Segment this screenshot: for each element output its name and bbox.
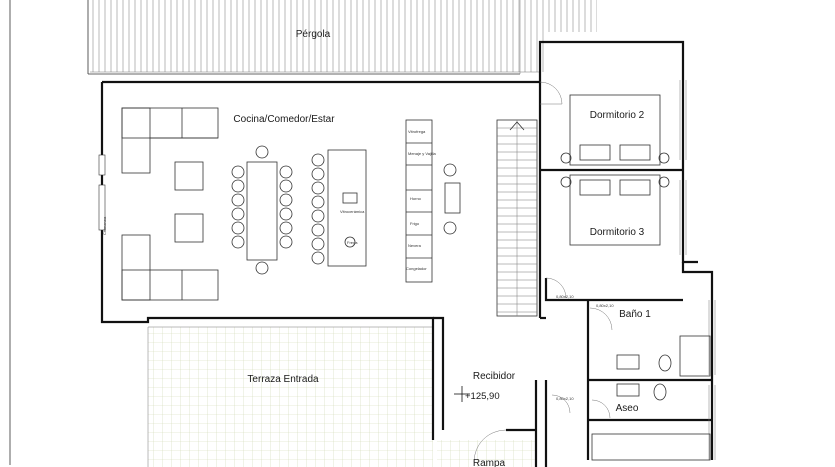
sofa-top xyxy=(121,107,219,174)
cabinet-label-2: Menaje y Vajilla xyxy=(408,151,436,156)
room-label-bedroom-3: Dormitorio 3 xyxy=(590,227,645,238)
kitchen-tall-units xyxy=(405,119,461,283)
door-tag-2: 0,80x2,10 xyxy=(596,303,614,308)
dining-table xyxy=(231,145,293,275)
cabinet-label-6: Congelador xyxy=(406,266,427,271)
cabinet-label-1: Vitrofrega xyxy=(408,129,426,134)
room-label-hall: Recibidor xyxy=(473,371,516,382)
room-label-bedroom-2: Dormitorio 2 xyxy=(590,110,645,121)
doors xyxy=(473,81,613,463)
walls xyxy=(100,40,714,467)
cabinet-label-3: Horno xyxy=(410,196,422,201)
room-label-entrance-terrace: Terraza Entrada xyxy=(247,374,319,385)
cabinet-label-4: Frigo xyxy=(410,221,420,226)
level-label: +125,90 xyxy=(465,391,500,402)
bath-fixtures xyxy=(591,335,711,461)
bed-dormitorio-2 xyxy=(560,94,670,166)
door-tag-1: 0,80x2,10 xyxy=(556,294,574,299)
room-label-bath-1: Baño 1 xyxy=(619,309,651,320)
fireplace-label: Chimenea xyxy=(102,216,107,235)
hob-label: Vitrocerámica xyxy=(340,209,365,214)
pergola xyxy=(87,0,597,75)
door-tag-3: 0,80x2,10 xyxy=(556,396,574,401)
level-marker xyxy=(454,386,470,402)
cabinet-label-5: Nevera xyxy=(408,243,422,248)
windows xyxy=(98,80,716,460)
bed-dormitorio-3 xyxy=(560,174,670,246)
sofa-bottom xyxy=(121,234,219,301)
coffee-table-1 xyxy=(174,161,204,191)
room-label-kitchen: Cocina/Comedor/Estar xyxy=(233,114,335,125)
entrance-terrace-paving xyxy=(148,327,433,467)
room-label-pergola: Pérgola xyxy=(296,29,331,40)
coffee-table-2 xyxy=(174,213,204,243)
ramp-paving xyxy=(437,440,537,467)
staircase xyxy=(496,119,538,317)
room-label-toilet: Aseo xyxy=(616,403,639,414)
kitchen-island xyxy=(311,149,367,267)
sink-label: Frega xyxy=(347,240,358,245)
room-label-ramp: Rampa xyxy=(473,458,506,467)
